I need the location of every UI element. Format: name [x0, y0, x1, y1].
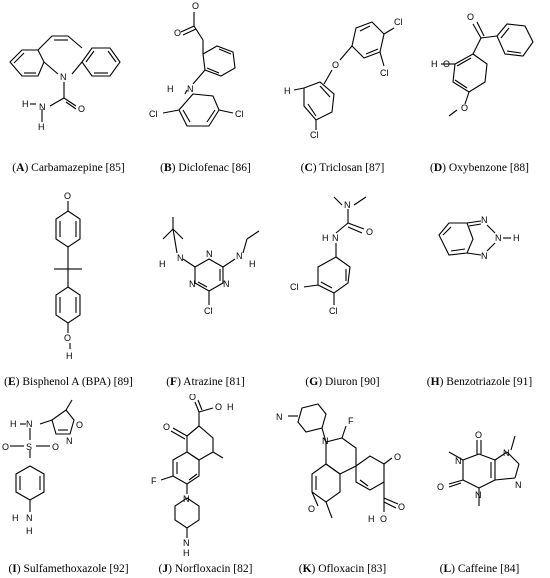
atom-F: F	[348, 416, 354, 426]
atom-N: N	[481, 251, 488, 261]
caption-H: (H) Benzotriazole [91]	[426, 376, 533, 388]
caption-F: (F) Atrazine [81]	[166, 376, 245, 388]
atom-H: H	[284, 86, 291, 96]
atom-N: N	[236, 251, 243, 261]
atom-N: N	[455, 456, 462, 466]
ofloxacin-structure: N N F O O O O H	[276, 403, 405, 524]
caption-E: (E) Bisphenol A (BPA) [89]	[4, 376, 133, 388]
atom-O: O	[467, 12, 474, 22]
oxybenzone-structure: O H O O	[431, 12, 534, 117]
atom-O: O	[52, 442, 59, 452]
caption-J: (J) Norfloxacin [82]	[158, 563, 253, 575]
atom-N: N	[475, 490, 482, 500]
atom-N: N	[223, 279, 230, 289]
atom-N: N	[322, 436, 329, 446]
atom-O: O	[332, 60, 339, 70]
atom-H: H	[431, 59, 438, 69]
caption-L: (L) Caffeine [84]	[439, 563, 520, 575]
atom-O: O	[308, 504, 315, 514]
atom-N: N	[495, 233, 502, 243]
atom-N: N	[26, 419, 33, 429]
atom-H: H	[159, 259, 166, 269]
atom-O: O	[174, 28, 181, 38]
atom-N: N	[206, 249, 213, 259]
caption-C: (C) Triclosan [87]	[300, 162, 385, 174]
atom-O: O	[163, 422, 170, 432]
atom-O: O	[64, 191, 71, 201]
atom-H: H	[12, 513, 19, 523]
norfloxacin-structure: O O H O F N N H	[151, 394, 234, 558]
caption-K: (K) Ofloxacin [83]	[298, 563, 387, 575]
atom-O: O	[189, 394, 196, 402]
atom-H: H	[26, 526, 33, 536]
atom-Cl: Cl	[204, 306, 213, 316]
atom-N: N	[60, 72, 67, 82]
atom-O: O	[475, 430, 482, 440]
atom-O: O	[394, 452, 401, 462]
atom-O: O	[78, 104, 85, 114]
atom-O: O	[437, 482, 444, 492]
atom-H: H	[227, 402, 234, 412]
atom-O: O	[76, 420, 83, 430]
atom-O: O	[2, 442, 9, 452]
atom-N: N	[189, 279, 196, 289]
atom-O: O	[192, 1, 199, 11]
atom-O: O	[398, 502, 405, 512]
diclofenac-structure: O O N H Cl Cl	[149, 1, 244, 127]
atom-H: H	[368, 514, 375, 524]
atom-N: N	[26, 513, 33, 523]
atom-Cl: Cl	[310, 130, 319, 140]
atom-H: H	[38, 122, 45, 132]
atom-S: S	[26, 442, 32, 452]
atom-Cl: Cl	[394, 17, 403, 27]
atom-O: O	[461, 103, 468, 113]
atom-N: N	[187, 84, 194, 94]
caffeine-structure: O N O N N N	[437, 430, 522, 506]
atom-Cl: Cl	[329, 306, 338, 316]
caption-I: (I) Sulfamethoxazole [92]	[8, 563, 129, 575]
atrazine-structure: N H N N N N H Cl	[159, 217, 260, 316]
triclosan-structure: Cl Cl O H Cl	[284, 17, 403, 140]
caption-B: (B) Diclofenac [86]	[160, 162, 251, 174]
atom-Cl: Cl	[235, 109, 244, 119]
atom-N: N	[183, 494, 190, 504]
atom-H: H	[249, 259, 256, 269]
atom-H: H	[322, 233, 329, 243]
atom-N: N	[481, 215, 488, 225]
atom-N: N	[515, 480, 522, 490]
atom-H: H	[66, 351, 73, 361]
caption-D: (D) Oxybenzone [88]	[429, 162, 530, 174]
atom-O: O	[443, 59, 450, 69]
atom-N: N	[39, 102, 46, 112]
atom-N: N	[183, 538, 190, 548]
caption-A: (A) Carbamazepine [85]	[12, 162, 125, 174]
atom-F: F	[151, 476, 157, 486]
sulfamethoxazole-structure: O N N H S O O N H H	[2, 399, 83, 536]
caption-G: (G) Diuron [90]	[305, 376, 380, 388]
atom-O: O	[366, 227, 373, 237]
benzotriazole-structure: N N N H	[438, 215, 520, 261]
atom-H: H	[167, 84, 174, 94]
atom-N: N	[344, 200, 351, 210]
atom-H: H	[183, 548, 190, 558]
atom-O: O	[215, 402, 222, 412]
atom-N: N	[332, 233, 339, 243]
diuron-structure: N O N H Cl Cl	[290, 196, 373, 316]
atom-N: N	[66, 436, 73, 446]
atom-N: N	[177, 253, 184, 263]
atom-H: H	[513, 233, 520, 243]
atom-O: O	[380, 514, 387, 524]
bisphenol-a-structure: O O H	[54, 191, 82, 361]
atom-N: N	[503, 448, 510, 458]
atom-Cl: Cl	[149, 109, 158, 119]
atom-O: O	[64, 333, 71, 343]
carbamazepine-structure: N O N H H	[9, 35, 121, 132]
atom-Cl: Cl	[380, 68, 389, 78]
atom-N: N	[276, 412, 283, 422]
atom-H: H	[22, 99, 29, 109]
atom-H: H	[10, 419, 17, 429]
atom-Cl: Cl	[290, 282, 299, 292]
